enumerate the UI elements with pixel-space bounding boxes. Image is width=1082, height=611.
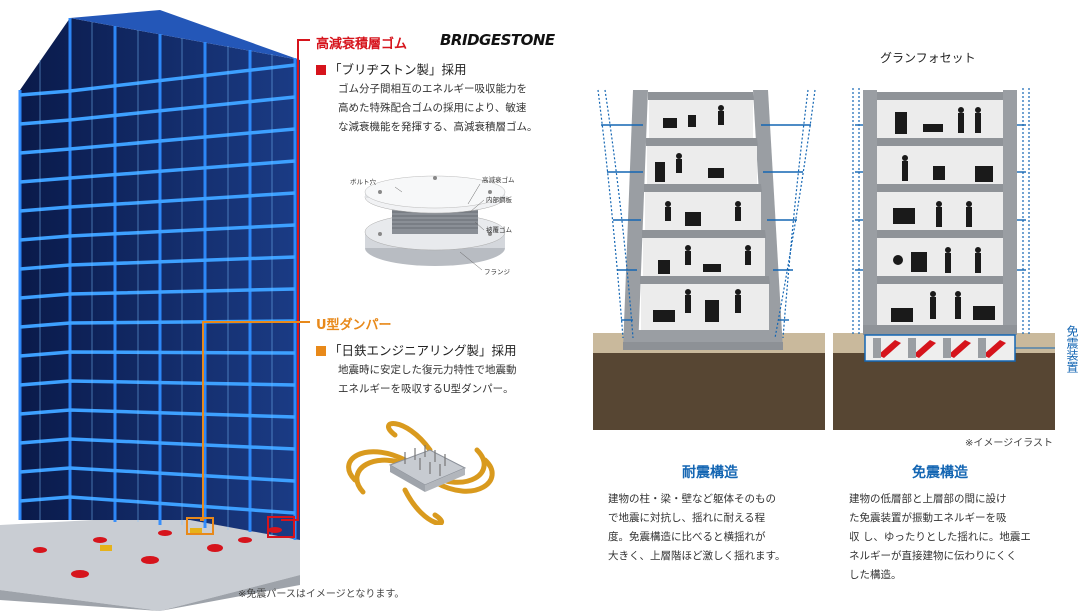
floor-beam bbox=[19, 495, 296, 515]
isolation-device-label: 免震装置 bbox=[1065, 325, 1079, 373]
damper-desc-line: エネルギーを吸収するU型ダンパー。 bbox=[338, 383, 514, 395]
floor-beam bbox=[19, 159, 296, 184]
resistant-desc-line: で地震に対抗し、揺れに耐える程 bbox=[608, 512, 766, 524]
isolation-desc-line: た免震装置が振動エネルギーを吸 bbox=[849, 512, 1007, 524]
damper-maker: 「日鉄エンジニアリング製」採用 bbox=[316, 340, 517, 359]
building-illustration bbox=[0, 10, 300, 611]
floor-beam bbox=[19, 255, 296, 271]
floor-beam bbox=[19, 223, 296, 242]
seismic-isolation-description: 建物の低層部と上層部の間に設け た免震装置が振動エネルギーを吸 収 し、ゆったり… bbox=[849, 490, 1059, 585]
seismic-resistant-description: 建物の柱・梁・壁など躯体そのもの で地震に対抗し、揺れに耐える程 度。免震構造に… bbox=[608, 490, 813, 566]
rubber-desc-line: ゴム分子間相互のエネルギー吸収能力を bbox=[338, 83, 527, 95]
label-inner-steel-plate: 内部鋼板 bbox=[486, 195, 513, 204]
rubber-title: 高減衰積層ゴム bbox=[316, 37, 408, 52]
image-note: ※イメージイラスト bbox=[965, 438, 1053, 449]
isolation-desc-line: した構造。 bbox=[849, 569, 902, 581]
isolation-desc-line: ネルギーが直接建物に伝わりにくく bbox=[849, 550, 1017, 562]
footnote: ※免震パースはイメージとなります。 bbox=[238, 589, 405, 600]
seismic-resistant-heading: 耐震構造 bbox=[682, 465, 738, 481]
rubber-desc-line: な減衰機能を発揮する、高減衰積層ゴム。 bbox=[338, 121, 538, 133]
isolation-desc-line: 収 し、ゆったりとした揺れに。地震エ bbox=[849, 531, 1031, 543]
resistant-desc-line: 度。免震構造に比べると横揺れが bbox=[608, 531, 766, 543]
label-high-damping-rubber: 高減衰ゴム bbox=[482, 175, 515, 184]
rubber-maker: 「ブリヂストン製」採用 bbox=[316, 59, 467, 78]
bullet-square-icon bbox=[316, 346, 326, 356]
resistant-desc-line: 大きく、上層階ほど激しく揺れます。 bbox=[608, 550, 786, 562]
damper-title: U型ダンパー bbox=[316, 318, 392, 333]
rubber-maker-text: 「ブリヂストン製」採用 bbox=[329, 62, 467, 77]
rubber-bearing-diagram: ボルト穴 高減衰ゴム 内部鋼板 被覆ゴム フランジ bbox=[350, 175, 515, 276]
damper-desc-line: 地震時に安定した復元力特性で地震動 bbox=[338, 364, 517, 376]
u-damper-diagram bbox=[346, 421, 495, 525]
floor-beam bbox=[19, 287, 296, 300]
bridgestone-logo: BRIDGESTONE bbox=[440, 31, 555, 49]
label-flange: フランジ bbox=[484, 268, 511, 276]
leader-lines bbox=[200, 39, 310, 521]
floor-beam bbox=[19, 379, 296, 387]
label-cover-rubber: 被覆ゴム bbox=[486, 225, 513, 234]
floor-beam bbox=[19, 408, 296, 419]
floor-beam bbox=[19, 466, 296, 483]
isolation-desc-line: 建物の低層部と上層部の間に設け bbox=[849, 493, 1007, 505]
damper-maker-text: 「日鉄エンジニアリング製」採用 bbox=[329, 343, 517, 358]
rubber-description: ゴム分子間相互のエネルギー吸収能力を 高めた特殊配合ゴムの採用により、敏速 な減… bbox=[338, 80, 578, 137]
floor-beam bbox=[19, 95, 296, 126]
floor-beam bbox=[19, 63, 296, 97]
floor-beam bbox=[19, 350, 296, 358]
floor-beam bbox=[19, 191, 296, 213]
seismic-resistant-illustration bbox=[593, 89, 825, 430]
bullet-square-icon bbox=[316, 65, 326, 75]
right-building-caption: グランフォセット bbox=[880, 51, 976, 65]
floor-beam bbox=[19, 127, 296, 155]
resistant-desc-line: 建物の柱・梁・壁など躯体そのもの bbox=[608, 493, 776, 505]
damper-description: 地震時に安定した復元力特性で地震動 エネルギーを吸収するU型ダンパー。 bbox=[338, 361, 578, 399]
seismic-isolation-heading: 免震構造 bbox=[912, 465, 968, 481]
floor-beam bbox=[19, 437, 296, 451]
label-bolt-hole: ボルト穴 bbox=[350, 177, 377, 186]
seismic-isolation-illustration bbox=[833, 88, 1055, 430]
rubber-desc-line: 高めた特殊配合ゴムの採用により、敏速 bbox=[338, 102, 527, 114]
